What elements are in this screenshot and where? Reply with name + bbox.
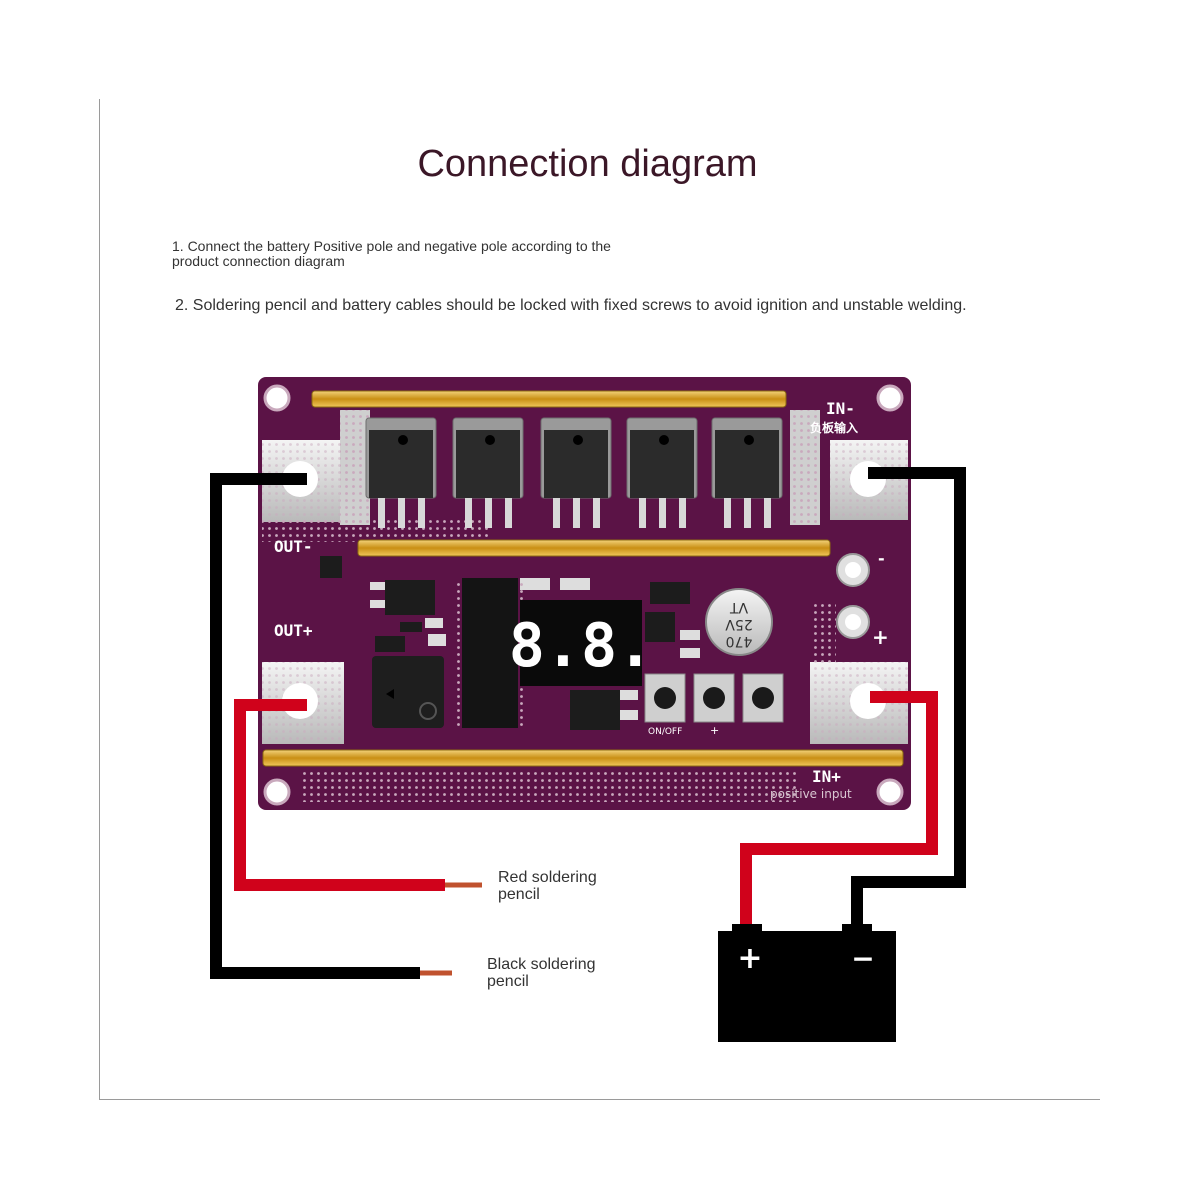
mounting-hole-bottom-right xyxy=(876,778,904,806)
capacitor-marking-2: 25V xyxy=(725,616,753,632)
battery-terminal-negative xyxy=(842,924,872,934)
label-red-soldering-pencil: Red soldering pencil xyxy=(498,869,597,903)
instruction-step-1-line-2: product connection diagram xyxy=(172,253,345,269)
mounting-hole-bottom-left xyxy=(263,778,291,806)
instruction-step-2: 2. Soldering pencil and battery cables s… xyxy=(175,297,967,314)
mosfet-4 xyxy=(626,417,698,528)
smd-part-11 xyxy=(560,578,590,590)
dot-column-right xyxy=(810,600,836,662)
diode xyxy=(650,582,690,604)
label-button-plus: + xyxy=(710,724,719,737)
wires xyxy=(210,467,966,979)
mosfet-array xyxy=(365,417,783,528)
chip-regulator xyxy=(385,580,435,615)
smd-part-12 xyxy=(620,690,638,700)
mounting-hole-top-left xyxy=(263,384,291,412)
label-black-line-2: pencil xyxy=(487,973,529,990)
microcontroller-pins-left xyxy=(456,580,462,726)
push-button-minus xyxy=(742,673,784,723)
label-terminal-minus: - xyxy=(878,549,885,568)
capacitor-marking-1: 470 xyxy=(726,633,753,649)
label-out-minus: OUT- xyxy=(274,537,313,556)
battery-plus-icon: + xyxy=(737,941,762,976)
copper-bar-bottom xyxy=(262,749,904,767)
label-red-line-1: Red soldering xyxy=(498,869,597,886)
seven-segment-display xyxy=(520,600,642,686)
frame-left-line xyxy=(99,99,100,1100)
wire-battery-negative xyxy=(851,467,966,932)
instruction-step-1: 1. Connect the battery Positive pole and… xyxy=(172,239,672,269)
wire-battery-positive xyxy=(740,691,938,932)
copper-bar-middle xyxy=(357,539,831,557)
battery-terminal-positive xyxy=(732,924,762,934)
smd-part-9 xyxy=(680,648,700,658)
label-terminal-plus: + xyxy=(872,625,889,649)
smd-part-2 xyxy=(370,600,385,608)
dot-row-upper-left xyxy=(262,520,492,542)
label-black-soldering-pencil: Black soldering pencil xyxy=(487,956,596,990)
wire-red-pencil xyxy=(234,699,445,891)
smd-part-13 xyxy=(620,710,638,720)
smd-part-3 xyxy=(400,622,422,632)
pad-strip-right-dots xyxy=(790,410,820,525)
smd-part-1 xyxy=(370,582,385,590)
battery-minus-icon: − xyxy=(851,942,874,975)
frame-bottom-line xyxy=(99,1099,1100,1100)
display-digits: 8.8. xyxy=(509,611,654,681)
label-in-minus-cn: 负板输入 xyxy=(810,420,858,435)
label-in-plus-subtitle: positive input xyxy=(770,787,852,801)
transistor xyxy=(645,612,675,642)
mosfet-5 xyxy=(711,417,783,528)
input-terminal-minus-hole xyxy=(845,562,861,578)
copper-bar-top xyxy=(311,390,787,408)
mosfet-3 xyxy=(540,417,612,528)
smd-part-8 xyxy=(680,630,700,640)
mosfet-1 xyxy=(365,417,437,528)
pad-strip-left-dots xyxy=(340,410,370,525)
mounting-hole-top-right xyxy=(876,384,904,412)
label-in-minus: IN- xyxy=(826,399,855,418)
instruction-step-1-line-1: 1. Connect the battery Positive pole and… xyxy=(172,238,611,254)
label-on-off: ON/OFF xyxy=(648,727,682,737)
battery-body xyxy=(718,931,896,1042)
capacitor xyxy=(705,588,773,656)
dot-row-bottom xyxy=(300,772,800,802)
label-black-line-1: Black soldering xyxy=(487,956,596,973)
capacitor-markings: 470 25V VT xyxy=(725,599,753,649)
page-title: Connection diagram xyxy=(417,143,758,185)
label-out-plus: OUT+ xyxy=(274,621,313,640)
battery: + − xyxy=(718,924,896,1042)
smd-part-5 xyxy=(375,636,405,652)
push-button-plus xyxy=(693,673,735,723)
buzzer-hole xyxy=(419,702,437,720)
push-button-on-off xyxy=(644,673,686,723)
smd-part-7 xyxy=(320,556,342,578)
label-red-line-2: pencil xyxy=(498,886,540,903)
capacitor-marking-3: VT xyxy=(729,599,748,615)
pcb-board: 8.8. 470 25V VT IN- 负板输入 OUT- OUT+ xyxy=(258,377,911,810)
smd-part-10 xyxy=(520,578,550,590)
input-terminal-plus-hole xyxy=(845,614,861,630)
mosfet-2 xyxy=(452,417,524,528)
label-in-plus: IN+ xyxy=(812,767,841,786)
chip-driver xyxy=(570,690,620,730)
wire-black-pencil xyxy=(210,473,420,979)
microcontroller-chip xyxy=(462,578,518,728)
smd-part-4 xyxy=(425,618,443,628)
buzzer xyxy=(372,656,444,728)
smd-part-6 xyxy=(428,634,446,646)
buzzer-marker-icon xyxy=(386,689,394,699)
